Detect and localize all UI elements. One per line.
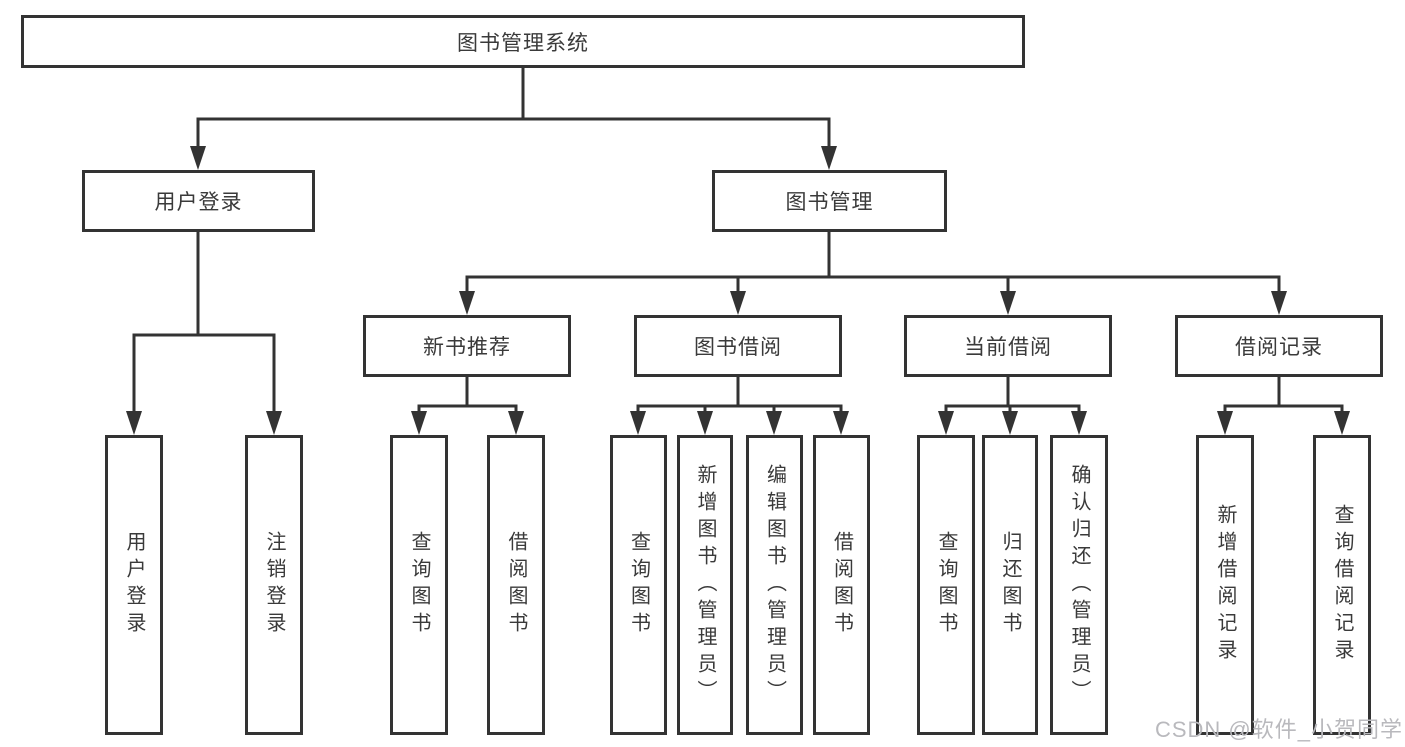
leaf-borrow-books-2-label: 借阅图书 bbox=[830, 531, 853, 639]
node-new-book-recommend: 新书推荐 bbox=[363, 315, 571, 377]
connector-root-split bbox=[196, 68, 831, 152]
node-current-borrowing: 当前借阅 bbox=[904, 315, 1112, 377]
leaf-logout-label: 注销登录 bbox=[263, 531, 285, 639]
leaf-add-books-admin: 新增图书（管理员） bbox=[677, 435, 733, 735]
arrow-down-icon bbox=[1334, 411, 1350, 435]
node-new-book-recommend-label: 新书推荐 bbox=[423, 336, 511, 359]
arrowheads bbox=[126, 146, 1350, 435]
arrow-down-icon bbox=[1000, 291, 1016, 315]
leaf-return-books: 归还图书 bbox=[982, 435, 1038, 735]
leaf-edit-books-admin-label: 编辑图书（管理员） bbox=[763, 463, 786, 707]
arrow-down-icon bbox=[1071, 411, 1087, 435]
node-book-borrowing-label: 图书借阅 bbox=[694, 336, 782, 359]
node-borrowing-records-label: 借阅记录 bbox=[1235, 336, 1323, 359]
node-book-borrowing: 图书借阅 bbox=[634, 315, 842, 377]
connector-records-split bbox=[1223, 377, 1344, 417]
leaf-borrow-books-1-label: 借阅图书 bbox=[505, 531, 527, 639]
arrow-down-icon bbox=[1002, 411, 1018, 435]
arrow-down-icon bbox=[459, 291, 475, 315]
node-book-management-label: 图书管理 bbox=[785, 191, 874, 214]
leaf-logout: 注销登录 bbox=[245, 435, 303, 735]
node-book-management: 图书管理 bbox=[712, 170, 947, 232]
leaf-borrow-books-2: 借阅图书 bbox=[813, 435, 870, 735]
node-user-login-label: 用户登录 bbox=[154, 191, 243, 214]
leaf-query-books-3: 查询图书 bbox=[917, 435, 975, 735]
leaf-borrow-books-1: 借阅图书 bbox=[487, 435, 545, 735]
arrow-down-icon bbox=[1217, 411, 1233, 435]
connector-borrowing-split bbox=[636, 377, 843, 417]
node-user-login: 用户登录 bbox=[82, 170, 315, 232]
csdn-watermark: CSDN @软件_小贺同学 bbox=[1154, 717, 1403, 742]
connector-newbook-split bbox=[417, 377, 518, 417]
connector-paths bbox=[132, 68, 1344, 417]
arrow-down-icon bbox=[411, 411, 427, 435]
node-root-label: 图书管理系统 bbox=[457, 31, 589, 55]
leaf-query-books-1-label: 查询图书 bbox=[408, 531, 430, 639]
leaf-query-books-2: 查询图书 bbox=[610, 435, 667, 735]
leaf-query-borrow-record: 查询借阅记录 bbox=[1313, 435, 1371, 735]
arrow-down-icon bbox=[190, 146, 206, 170]
leaf-confirm-return-admin: 确认归还（管理员） bbox=[1050, 435, 1108, 735]
leaf-add-borrow-record-label: 新增借阅记录 bbox=[1214, 504, 1236, 666]
arrow-down-icon bbox=[1271, 291, 1287, 315]
arrow-down-icon bbox=[821, 146, 837, 170]
leaf-return-books-label: 归还图书 bbox=[999, 531, 1021, 639]
leaf-add-books-admin-label: 新增图书（管理员） bbox=[694, 463, 716, 707]
node-root: 图书管理系统 bbox=[21, 15, 1025, 68]
arrow-down-icon bbox=[938, 411, 954, 435]
leaf-edit-books-admin: 编辑图书（管理员） bbox=[746, 435, 803, 735]
connector-login-split bbox=[132, 232, 276, 417]
connector-management-split bbox=[465, 232, 1281, 297]
arrow-down-icon bbox=[697, 411, 713, 435]
node-borrowing-records: 借阅记录 bbox=[1175, 315, 1383, 377]
arrow-down-icon bbox=[730, 291, 746, 315]
arrow-down-icon bbox=[833, 411, 849, 435]
leaf-query-books-3-label: 查询图书 bbox=[935, 531, 957, 639]
leaf-user-login-label: 用户登录 bbox=[123, 531, 145, 639]
leaf-query-borrow-record-label: 查询借阅记录 bbox=[1331, 504, 1353, 666]
leaf-user-login: 用户登录 bbox=[105, 435, 163, 735]
leaf-add-borrow-record: 新增借阅记录 bbox=[1196, 435, 1254, 735]
arrow-down-icon bbox=[266, 411, 282, 435]
leaf-query-books-2-label: 查询图书 bbox=[627, 531, 650, 639]
arrow-down-icon bbox=[508, 411, 524, 435]
arrow-down-icon bbox=[630, 411, 646, 435]
arrow-down-icon bbox=[126, 411, 142, 435]
arrow-down-icon bbox=[766, 411, 782, 435]
node-current-borrowing-label: 当前借阅 bbox=[964, 336, 1052, 359]
leaf-query-books-1: 查询图书 bbox=[390, 435, 448, 735]
leaf-confirm-return-admin-label: 确认归还（管理员） bbox=[1068, 463, 1090, 707]
